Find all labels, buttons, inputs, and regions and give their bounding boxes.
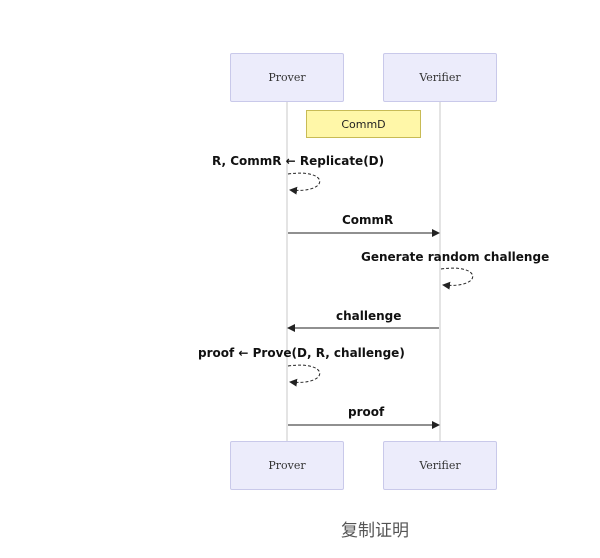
figure-caption: 复制证明 — [341, 521, 409, 541]
prover-actor-label: Prover — [268, 459, 306, 472]
challenge-label: challenge — [336, 309, 402, 323]
commd-note-label: CommD — [341, 117, 386, 131]
prover-actor-label: Prover — [268, 71, 306, 84]
verifier-actor-label: Verifier — [419, 459, 461, 472]
commr-label: CommR — [342, 213, 394, 227]
verifier-actor-label: Verifier — [419, 71, 461, 84]
replicate-label: R, CommR ← Replicate(D) — [212, 154, 385, 168]
verifier-actor-bottom: Verifier — [383, 441, 497, 490]
prove-self-loop — [287, 364, 321, 387]
generate-self-loop — [440, 267, 474, 290]
replicate-self-loop — [287, 172, 321, 195]
prove-label: proof ← Prove(D, R, challenge) — [198, 346, 405, 360]
commd-note: CommD — [306, 110, 421, 138]
verifier-actor-top: Verifier — [383, 53, 497, 102]
generate-challenge-label: Generate random challenge — [361, 250, 550, 264]
prover-actor-top: Prover — [230, 53, 344, 102]
proof-label: proof — [348, 405, 385, 419]
prover-actor-bottom: Prover — [230, 441, 344, 490]
